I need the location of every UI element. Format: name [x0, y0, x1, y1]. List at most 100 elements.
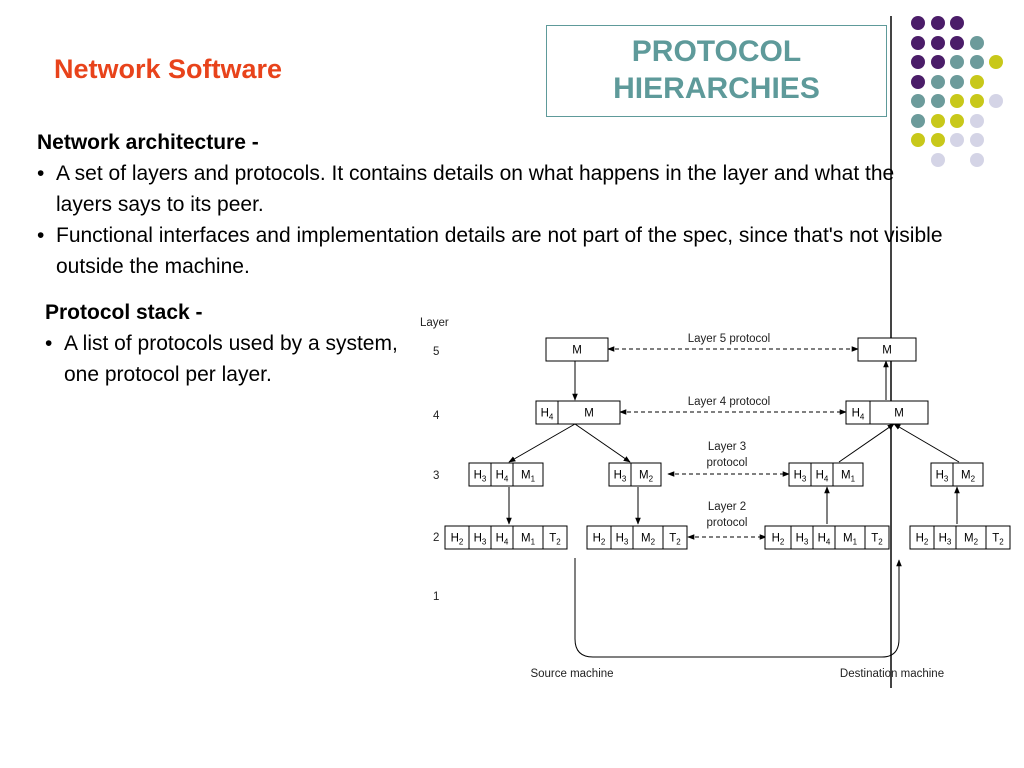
layer5-protocol-label: Layer 5 protocol — [688, 333, 770, 345]
header-cell-label: H3 — [796, 533, 809, 547]
decorative-dot — [969, 55, 984, 69]
architecture-bullet: • Functional interfaces and implementati… — [37, 220, 952, 282]
layer-axis-title: Layer — [420, 317, 449, 329]
decorative-dot — [969, 113, 984, 128]
decorative-dot — [930, 74, 945, 89]
bullet-mark: • — [37, 162, 45, 185]
header-cell-label: H3 — [939, 533, 952, 547]
header-cell — [864, 525, 890, 550]
dest-l3-to-l4-arrow — [838, 423, 895, 463]
decorative-dot — [930, 133, 945, 147]
header-cell-label: H2 — [916, 533, 929, 547]
architecture-section: Network architecture - • A set of layers… — [37, 127, 952, 282]
header-cell-label: H4 — [816, 470, 829, 484]
header-cell-label: H4 — [541, 408, 554, 422]
header-cell — [630, 462, 662, 487]
stack-bullet: • A list of protocols used by a system, … — [45, 328, 425, 390]
header-cell-label: T2 — [669, 533, 681, 547]
header-cell-label: M — [882, 345, 892, 357]
slide-title: PROTOCOL HIERARCHIES — [613, 35, 820, 105]
header-cell-label: H4 — [496, 470, 509, 484]
source-l4-to-l3-arrow — [574, 423, 631, 463]
layer-number: 4 — [433, 410, 440, 422]
stack-heading: Protocol stack - — [45, 301, 203, 324]
header-cell-label: M2 — [639, 470, 654, 484]
bullet-mark: • — [45, 332, 53, 355]
decorative-dot — [930, 94, 945, 108]
header-cell — [512, 462, 544, 487]
header-cell — [557, 400, 621, 425]
decorative-dot — [969, 35, 984, 50]
decorative-dot — [950, 94, 964, 108]
decorative-dot — [930, 55, 945, 69]
header-cell-label: H4 — [496, 533, 509, 547]
header-cell-label: M2 — [961, 470, 976, 484]
bullet-mark: • — [37, 224, 45, 247]
header-cell-label: T2 — [871, 533, 883, 547]
header-cell-label: H3 — [614, 470, 627, 484]
layer-number: 5 — [433, 346, 439, 358]
decorative-dot — [930, 113, 945, 128]
stack-section: Protocol stack - • A list of protocols u… — [45, 297, 425, 390]
header-cell — [662, 525, 688, 550]
header-cell-label: M1 — [841, 470, 856, 484]
decorative-dot — [930, 16, 945, 30]
architecture-bullet: • A set of layers and protocols. It cont… — [37, 158, 952, 220]
header-cell-label: T2 — [549, 533, 561, 547]
layer3-protocol-label: protocol — [707, 457, 748, 469]
decorative-dot — [911, 94, 925, 108]
decorative-dot — [930, 35, 945, 50]
decorative-dot — [911, 113, 925, 128]
decorative-dot — [950, 16, 964, 30]
decorative-dot — [911, 55, 925, 69]
header-cell-label: H2 — [772, 533, 785, 547]
header-cell — [869, 400, 929, 425]
layer2-protocol-label: Layer 2 — [708, 501, 746, 513]
source-l4-to-l3-arrow — [508, 423, 576, 463]
decorative-dot — [950, 55, 964, 69]
slide-heading: Network Software — [54, 54, 283, 84]
decorative-dot — [930, 152, 945, 167]
decorative-dot — [950, 35, 964, 50]
source-machine-label: Source machine — [530, 668, 613, 680]
layer4-protocol-label: Layer 4 protocol — [688, 396, 770, 408]
header-cell-label: M2 — [964, 533, 979, 547]
bullet-text: A set of layers and protocols. It contai… — [56, 162, 895, 216]
bullet-text: Functional interfaces and implementation… — [56, 224, 943, 278]
header-cell — [857, 337, 917, 362]
decorative-dot — [950, 74, 964, 89]
header-cell — [952, 462, 984, 487]
header-cell-label: M1 — [521, 533, 536, 547]
header-cell-label: M — [894, 408, 904, 420]
title-box: PROTOCOL HIERARCHIES — [546, 25, 887, 117]
physical-medium-path — [574, 558, 902, 658]
layer-number: 1 — [433, 591, 439, 603]
header-cell-label: H2 — [593, 533, 606, 547]
decorative-dot — [911, 133, 925, 147]
header-cell-label: M2 — [641, 533, 656, 547]
layer-number: 2 — [433, 532, 439, 544]
header-cell-label: M — [572, 345, 582, 357]
layer2-protocol-label: protocol — [707, 517, 748, 529]
architecture-heading: Network architecture - — [37, 131, 259, 154]
header-cell-label: T2 — [992, 533, 1004, 547]
decorative-dot — [989, 94, 1003, 108]
header-cell-label: M — [584, 408, 594, 420]
header-cell-label: H3 — [616, 533, 629, 547]
decorative-dot — [950, 133, 964, 147]
header-cell — [985, 525, 1011, 550]
decorative-dot — [911, 16, 925, 30]
layer3-protocol-label: Layer 3 — [708, 441, 746, 453]
protocol-hierarchy-diagram: Layer 5 4 3 2 1 Layer 5 protocol Layer 4… — [420, 317, 1011, 680]
decorative-dot — [989, 55, 1003, 69]
header-cell — [832, 462, 864, 487]
header-cell-label: H4 — [852, 408, 865, 422]
header-cell-label: H3 — [474, 470, 487, 484]
decorative-dot — [969, 133, 984, 147]
header-cell-label: H2 — [451, 533, 464, 547]
decorative-dot — [969, 74, 984, 89]
header-cell-label: M1 — [521, 470, 536, 484]
header-cell-label: H4 — [818, 533, 831, 547]
decorative-dot — [969, 94, 984, 108]
